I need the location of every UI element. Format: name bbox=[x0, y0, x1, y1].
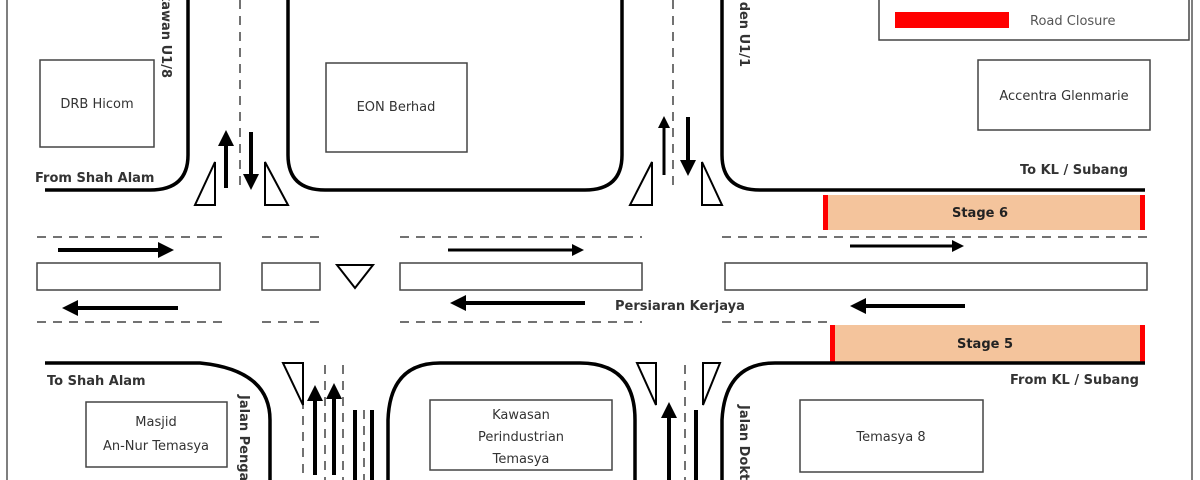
building-label: Perindustrian bbox=[478, 430, 564, 445]
median bbox=[724, 262, 1148, 291]
curb-nw bbox=[45, 0, 190, 192]
curb-se bbox=[720, 361, 1145, 480]
median bbox=[399, 262, 643, 291]
curb-south-block bbox=[386, 361, 637, 480]
traffic-island bbox=[193, 161, 216, 206]
traffic-island bbox=[281, 362, 304, 406]
building-label: Masjid bbox=[135, 415, 176, 430]
building-accentra bbox=[977, 59, 1151, 131]
direction-from-shah-alam: From Shah Alam bbox=[35, 171, 154, 186]
building-eon-berhad bbox=[325, 62, 468, 153]
traffic-island bbox=[702, 362, 722, 406]
building-label: EON Berhad bbox=[357, 100, 436, 115]
stage-5-closure: Stage 5 bbox=[830, 325, 1145, 362]
building-label: Temasya bbox=[492, 452, 550, 467]
curb-ne bbox=[720, 0, 1145, 192]
building-label: Kawasan bbox=[492, 408, 550, 423]
direction-to-kl-subang: To KL / Subang bbox=[1020, 163, 1128, 178]
traffic-island bbox=[635, 362, 657, 406]
road-label-north-west: kawan U1/8 bbox=[158, 0, 173, 78]
stage-6-label: Stage 6 bbox=[952, 206, 1008, 221]
traffic-island bbox=[264, 161, 290, 206]
stage-5-label: Stage 5 bbox=[957, 337, 1013, 352]
legend: Road Closure bbox=[878, 0, 1190, 41]
road-label-north-east: den U1/1 bbox=[736, 2, 751, 67]
building-label: DRB Hicom bbox=[60, 97, 133, 112]
direction-to-shah-alam: To Shah Alam bbox=[47, 374, 146, 389]
road-label-south-east: Jalan Dokt bbox=[736, 404, 751, 480]
building-label: An-Nur Temasya bbox=[103, 439, 209, 454]
median bbox=[36, 262, 221, 291]
building-drb-hicom bbox=[39, 59, 155, 148]
road-closure-swatch bbox=[895, 12, 1009, 28]
building-kawasan bbox=[429, 399, 613, 471]
curb-sw bbox=[45, 361, 272, 480]
curb-north-block bbox=[286, 0, 624, 192]
median bbox=[261, 262, 321, 291]
road-label-south-west: Jalan Pengat bbox=[236, 394, 251, 480]
direction-from-kl-subang: From KL / Subang bbox=[1010, 373, 1139, 388]
building-label: Accentra Glenmarie bbox=[999, 89, 1128, 104]
traffic-island bbox=[628, 161, 653, 206]
traffic-island bbox=[334, 264, 376, 290]
traffic-island bbox=[701, 161, 724, 206]
building-temasya-8 bbox=[799, 399, 984, 473]
legend-road-closure-label: Road Closure bbox=[1030, 14, 1115, 29]
main-road-label: Persiaran Kerjaya bbox=[615, 299, 745, 314]
building-masjid bbox=[85, 401, 228, 468]
building-label: Temasya 8 bbox=[855, 430, 925, 445]
stage-6-closure: Stage 6 bbox=[823, 195, 1145, 230]
